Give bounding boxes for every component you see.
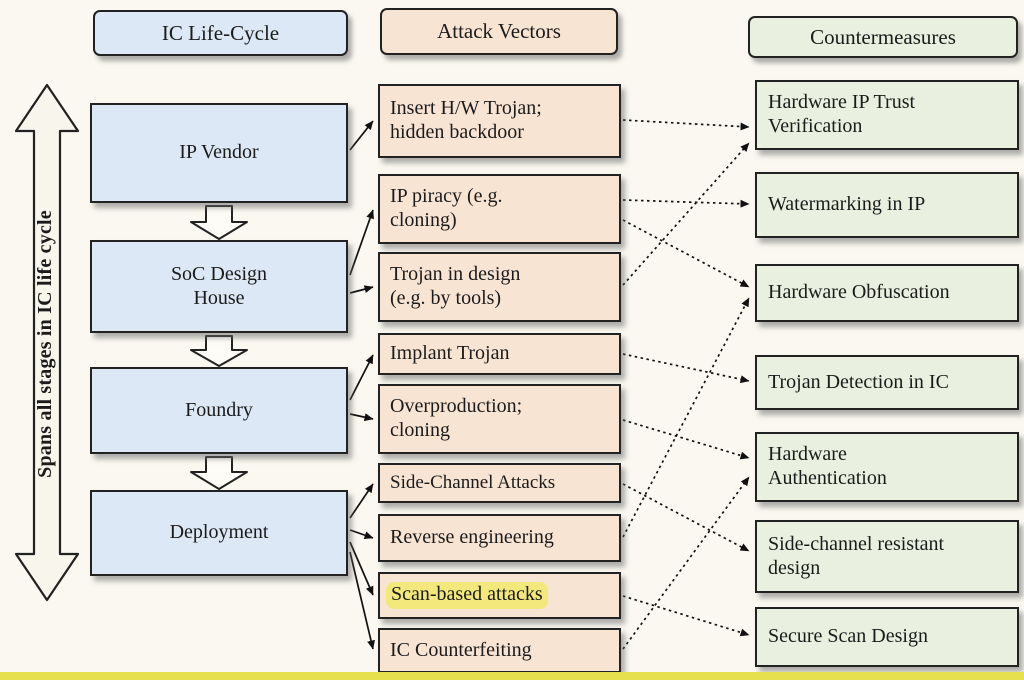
attack-box-scan-based-attacks: Scan-based attacks: [378, 572, 621, 619]
attack-to-countermeasure-arrows: [622, 119, 750, 650]
countermeasure-label: Trojan Detection in IC: [768, 370, 949, 393]
header-countermeasures: Countermeasures: [748, 16, 1018, 58]
attack-label: IP piracy (e.g. cloning): [390, 185, 503, 231]
attack-box-ip-piracy: IP piracy (e.g. cloning): [378, 174, 621, 244]
flow-arrow-2: [190, 335, 248, 367]
lifecycle-label: Foundry: [185, 398, 253, 421]
attack-label: Side-Channel Attacks: [390, 471, 556, 493]
countermeasure-box-hardware-obfuscation: Hardware Obfuscation: [755, 264, 1019, 322]
attack-box-implant-trojan: Implant Trojan: [378, 333, 621, 375]
attack-box-trojan-in-design: Trojan in design (e.g. by tools): [378, 252, 621, 322]
scan-based-attacks-highlight: Scan-based attacks: [386, 582, 548, 609]
lifecycle-to-attack-arrows: [349, 120, 375, 650]
flow-arrow-1: [190, 205, 248, 240]
lifecycle-box-deployment: Deployment: [90, 490, 348, 576]
countermeasure-box-watermarking-in-ip: Watermarking in IP: [755, 172, 1019, 238]
attack-label: Overproduction; cloning: [390, 395, 523, 441]
lifecycle-label: IP Vendor: [179, 141, 259, 164]
countermeasure-label: Secure Scan Design: [768, 625, 928, 648]
attack-label: Trojan in design (e.g. by tools): [390, 263, 521, 309]
attack-box-side-channel-attacks: Side-Channel Attacks: [378, 463, 621, 503]
header-attack-vectors-label: Attack Vectors: [437, 19, 561, 44]
header-attack-vectors: Attack Vectors: [380, 8, 618, 55]
lifecycle-box-soc-design-house: SoC Design House: [90, 240, 348, 333]
lifecycle-box-ip-vendor: IP Vendor: [90, 103, 348, 203]
countermeasure-label: Watermarking in IP: [768, 193, 926, 216]
countermeasure-label: Side-channel resistant design: [768, 532, 945, 579]
attack-label: Reverse engineering: [390, 526, 554, 549]
header-ic-life-cycle-label: IC Life-Cycle: [161, 20, 280, 45]
header-ic-life-cycle: IC Life-Cycle: [93, 10, 348, 56]
header-countermeasures-label: Countermeasures: [810, 24, 956, 49]
attack-label: Implant Trojan: [390, 342, 510, 365]
flow-arrow-3: [190, 456, 248, 490]
attack-label: IC Counterfeiting: [390, 638, 532, 661]
lifecycle-span-label: Spans all stages in IC life cycle: [34, 210, 56, 478]
countermeasure-label: Hardware Authentication: [768, 443, 887, 489]
countermeasure-box-trojan-detection-in-ic: Trojan Detection in IC: [755, 355, 1019, 410]
attack-box-insert-hw-trojan: Insert H/W Trojan; hidden backdoor: [378, 84, 621, 158]
lifecycle-box-foundry: Foundry: [90, 367, 348, 454]
attack-box-reverse-engineering: Reverse engineering: [378, 514, 621, 562]
countermeasure-box-side-channel-resistant-design: Side-channel resistant design: [755, 520, 1019, 593]
countermeasure-box-hardware-authentication: Hardware Authentication: [755, 432, 1019, 502]
countermeasure-box-hardware-ip-trust-verification: Hardware IP Trust Verification: [755, 80, 1019, 150]
attack-box-ic-counterfeiting: IC Counterfeiting: [378, 628, 621, 673]
countermeasure-label: Hardware IP Trust Verification: [768, 91, 916, 137]
lifecycle-label: SoC Design House: [170, 262, 268, 309]
lifecycle-label: Deployment: [169, 521, 269, 544]
attack-label: Insert H/W Trojan; hidden backdoor: [390, 97, 542, 143]
attack-box-overproduction: Overproduction; cloning: [378, 384, 621, 454]
bottom-edge-strip: [0, 672, 1024, 680]
countermeasure-box-secure-scan-design: Secure Scan Design: [755, 607, 1019, 667]
countermeasure-label: Hardware Obfuscation: [768, 281, 950, 304]
